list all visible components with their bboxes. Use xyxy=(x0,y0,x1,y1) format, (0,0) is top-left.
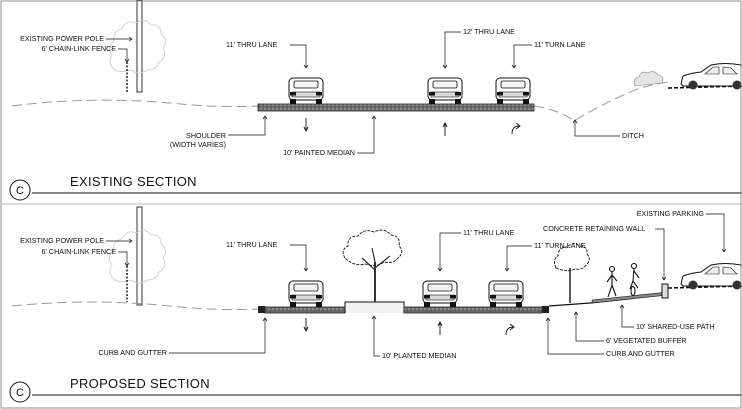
proposed-roadway-left xyxy=(264,306,346,314)
power-pole-label: EXISTING POWER POLE xyxy=(20,236,104,245)
existing-parking-label: EXISTING PARKING xyxy=(637,209,705,218)
curb-left-label: CURB AND GUTTER xyxy=(98,348,167,357)
power-pole xyxy=(136,206,143,306)
turn-arrow-icon xyxy=(511,122,521,135)
retaining-wall xyxy=(661,283,669,299)
cyclist-icon xyxy=(629,262,640,297)
car-icon xyxy=(288,280,324,308)
label-thru-lane-mid: 12' THRU LANE xyxy=(442,27,515,69)
turn-lane-label: 11' TURN LANE xyxy=(534,241,586,250)
label-curb-right: CURB AND GUTTER xyxy=(545,317,675,358)
fence-label: 6' CHAIN-LINK FENCE xyxy=(42,44,117,53)
thru-lane-mid-label: 11' THRU LANE xyxy=(463,228,515,237)
proposed-section: EXISTING POWER POLE 6' CHAIN-LINK FENCE … xyxy=(9,206,742,403)
existing-section: EXISTING POWER POLE 6' CHAIN-LINK FENCE … xyxy=(9,0,742,201)
pedestrian-icon xyxy=(606,265,618,298)
right-curb xyxy=(542,306,549,313)
label-thru-lane-left: 11' THRU LANE xyxy=(226,40,309,69)
retaining-wall-label: CONCRETE RETAINING WALL xyxy=(543,224,645,233)
left-curb xyxy=(258,306,265,313)
existing-ground-line xyxy=(11,81,669,122)
thru-lane-mid-label: 12' THRU LANE xyxy=(463,27,515,36)
turn-arrow-icon xyxy=(505,323,515,336)
label-shared-path: 10' SHARED-USE PATH xyxy=(619,304,715,331)
median-tree-icon xyxy=(342,229,403,302)
turn-lane-label: 11' TURN LANE xyxy=(534,40,586,49)
label-retaining-wall: CONCRETE RETAINING WALL xyxy=(543,224,667,281)
direction-arrow-up-icon xyxy=(437,321,443,336)
fence-label: 6' CHAIN-LINK FENCE xyxy=(42,247,117,256)
background-tree-icon xyxy=(109,230,166,284)
label-planted-median: 10' PLANTED MEDIAN xyxy=(371,315,456,360)
proposed-roadway-right xyxy=(403,306,543,314)
direction-arrow-down-icon xyxy=(303,317,309,332)
label-shoulder: SHOULDER (WIDTH VARIES) xyxy=(170,115,268,149)
label-ditch: DITCH xyxy=(572,119,644,140)
parked-car-icon xyxy=(680,63,742,90)
proposed-section-title: PROPOSED SECTION xyxy=(70,376,210,391)
car-icon xyxy=(422,280,458,308)
label-power-pole: EXISTING POWER POLE xyxy=(20,236,133,245)
section-marker-existing xyxy=(9,179,31,201)
car-icon xyxy=(495,77,531,105)
label-existing-parking: EXISTING PARKING xyxy=(637,209,727,253)
planted-median xyxy=(344,301,405,313)
car-icon xyxy=(488,280,524,308)
label-turn-lane: 11' TURN LANE xyxy=(504,241,586,272)
car-icon xyxy=(288,77,324,105)
painted-median-label: 10' PAINTED MEDIAN xyxy=(283,148,355,157)
direction-arrow-down-icon xyxy=(303,117,309,132)
shared-use-path xyxy=(591,292,663,304)
curb-right-label: CURB AND GUTTER xyxy=(606,349,675,358)
label-curb-left: CURB AND GUTTER xyxy=(98,317,268,357)
thru-lane-left-label: 11' THRU LANE xyxy=(226,240,278,249)
label-fence: 6' CHAIN-LINK FENCE xyxy=(42,44,130,63)
section-letter-proposed: C xyxy=(16,387,24,399)
background-tree-icon xyxy=(109,20,166,74)
buffer-tree-icon xyxy=(553,243,590,303)
shared-path-label: 10' SHARED-USE PATH xyxy=(636,322,715,331)
shoulder-label: SHOULDER xyxy=(186,131,226,140)
label-thru-lane-mid: 11' THRU LANE xyxy=(437,228,515,272)
section-letter-existing: C xyxy=(16,185,24,197)
parked-car-icon xyxy=(680,263,742,290)
label-turn-lane: 11' TURN LANE xyxy=(511,40,586,69)
shoulder-width-label: (WIDTH VARIES) xyxy=(170,140,226,149)
label-fence: 6' CHAIN-LINK FENCE xyxy=(42,247,130,267)
proposed-ground-line xyxy=(11,301,259,311)
ditch-label: DITCH xyxy=(622,131,644,140)
vegetated-buffer-label: 6' VEGETATED BUFFER xyxy=(606,336,687,345)
existing-section-title: EXISTING SECTION xyxy=(70,174,197,189)
label-painted-median: 10' PAINTED MEDIAN xyxy=(283,115,377,157)
thru-lane-left-label: 11' THRU LANE xyxy=(226,40,278,49)
label-thru-lane-left: 11' THRU LANE xyxy=(226,240,309,272)
shrub-icon xyxy=(633,71,664,87)
existing-roadway xyxy=(257,103,535,112)
car-icon xyxy=(427,77,463,105)
power-pole xyxy=(136,0,143,93)
label-power-pole: EXISTING POWER POLE xyxy=(20,34,133,43)
label-vegetated-buffer: 6' VEGETATED BUFFER xyxy=(573,311,687,345)
planted-median-label: 10' PLANTED MEDIAN xyxy=(382,351,456,360)
section-marker-proposed xyxy=(9,381,31,403)
direction-arrow-up-icon xyxy=(442,122,448,137)
power-pole-label: EXISTING POWER POLE xyxy=(20,34,104,43)
